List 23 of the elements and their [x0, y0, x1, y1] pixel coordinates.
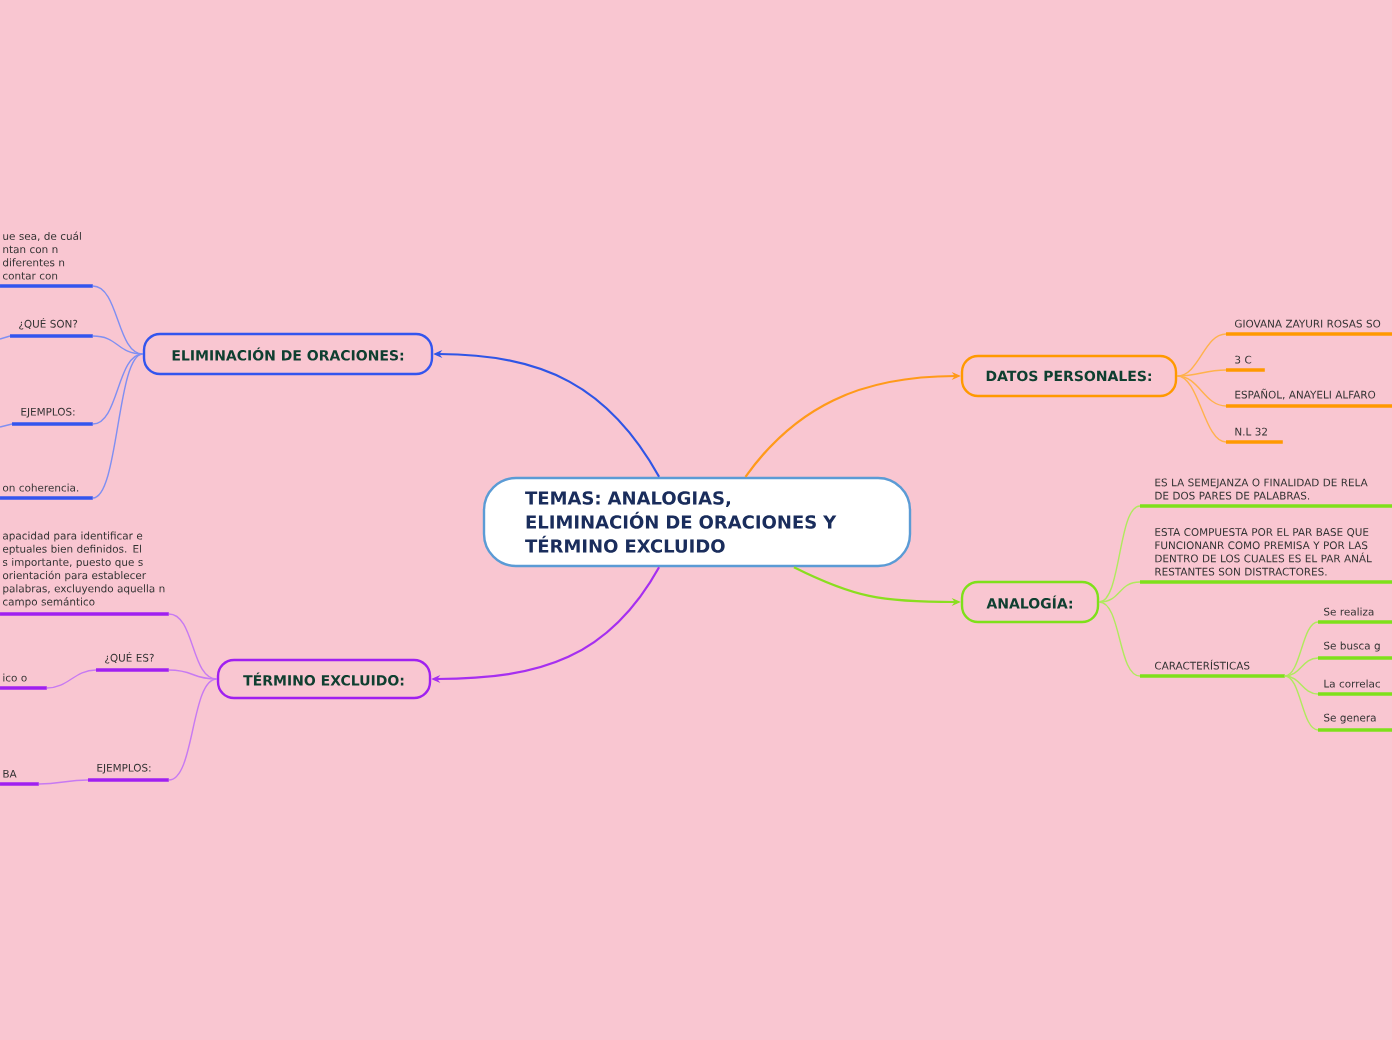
connector-line: [92, 335, 144, 355]
connector-line: [1176, 333, 1227, 377]
connector-line: [1098, 601, 1141, 677]
connector-line: [1284, 621, 1319, 677]
connector-line: [1284, 657, 1319, 677]
connector-line: [1284, 675, 1319, 731]
connector-line: [0, 335, 11, 340]
connector-line: [168, 669, 218, 680]
connector-line: [92, 353, 144, 499]
connector-line: [1098, 505, 1141, 603]
connector-line: [1284, 675, 1319, 695]
connector-line: [168, 613, 218, 680]
connector-line: [46, 669, 97, 689]
connector-line: [1176, 369, 1227, 377]
connector-line: [92, 285, 144, 355]
connector-line: [0, 423, 13, 428]
central-topic-box: TEMAS: ANALOGIAS, ELIMINACIÓN DE ORACIONES Y TÉRMINO EXCLUIDO: [482, 476, 912, 568]
connector-line: [92, 353, 144, 425]
connector-line: [1098, 581, 1141, 603]
connector-line: [1176, 375, 1227, 407]
connector-line: [1176, 375, 1227, 443]
connector-line: [168, 678, 218, 781]
connector-line: [38, 779, 89, 785]
